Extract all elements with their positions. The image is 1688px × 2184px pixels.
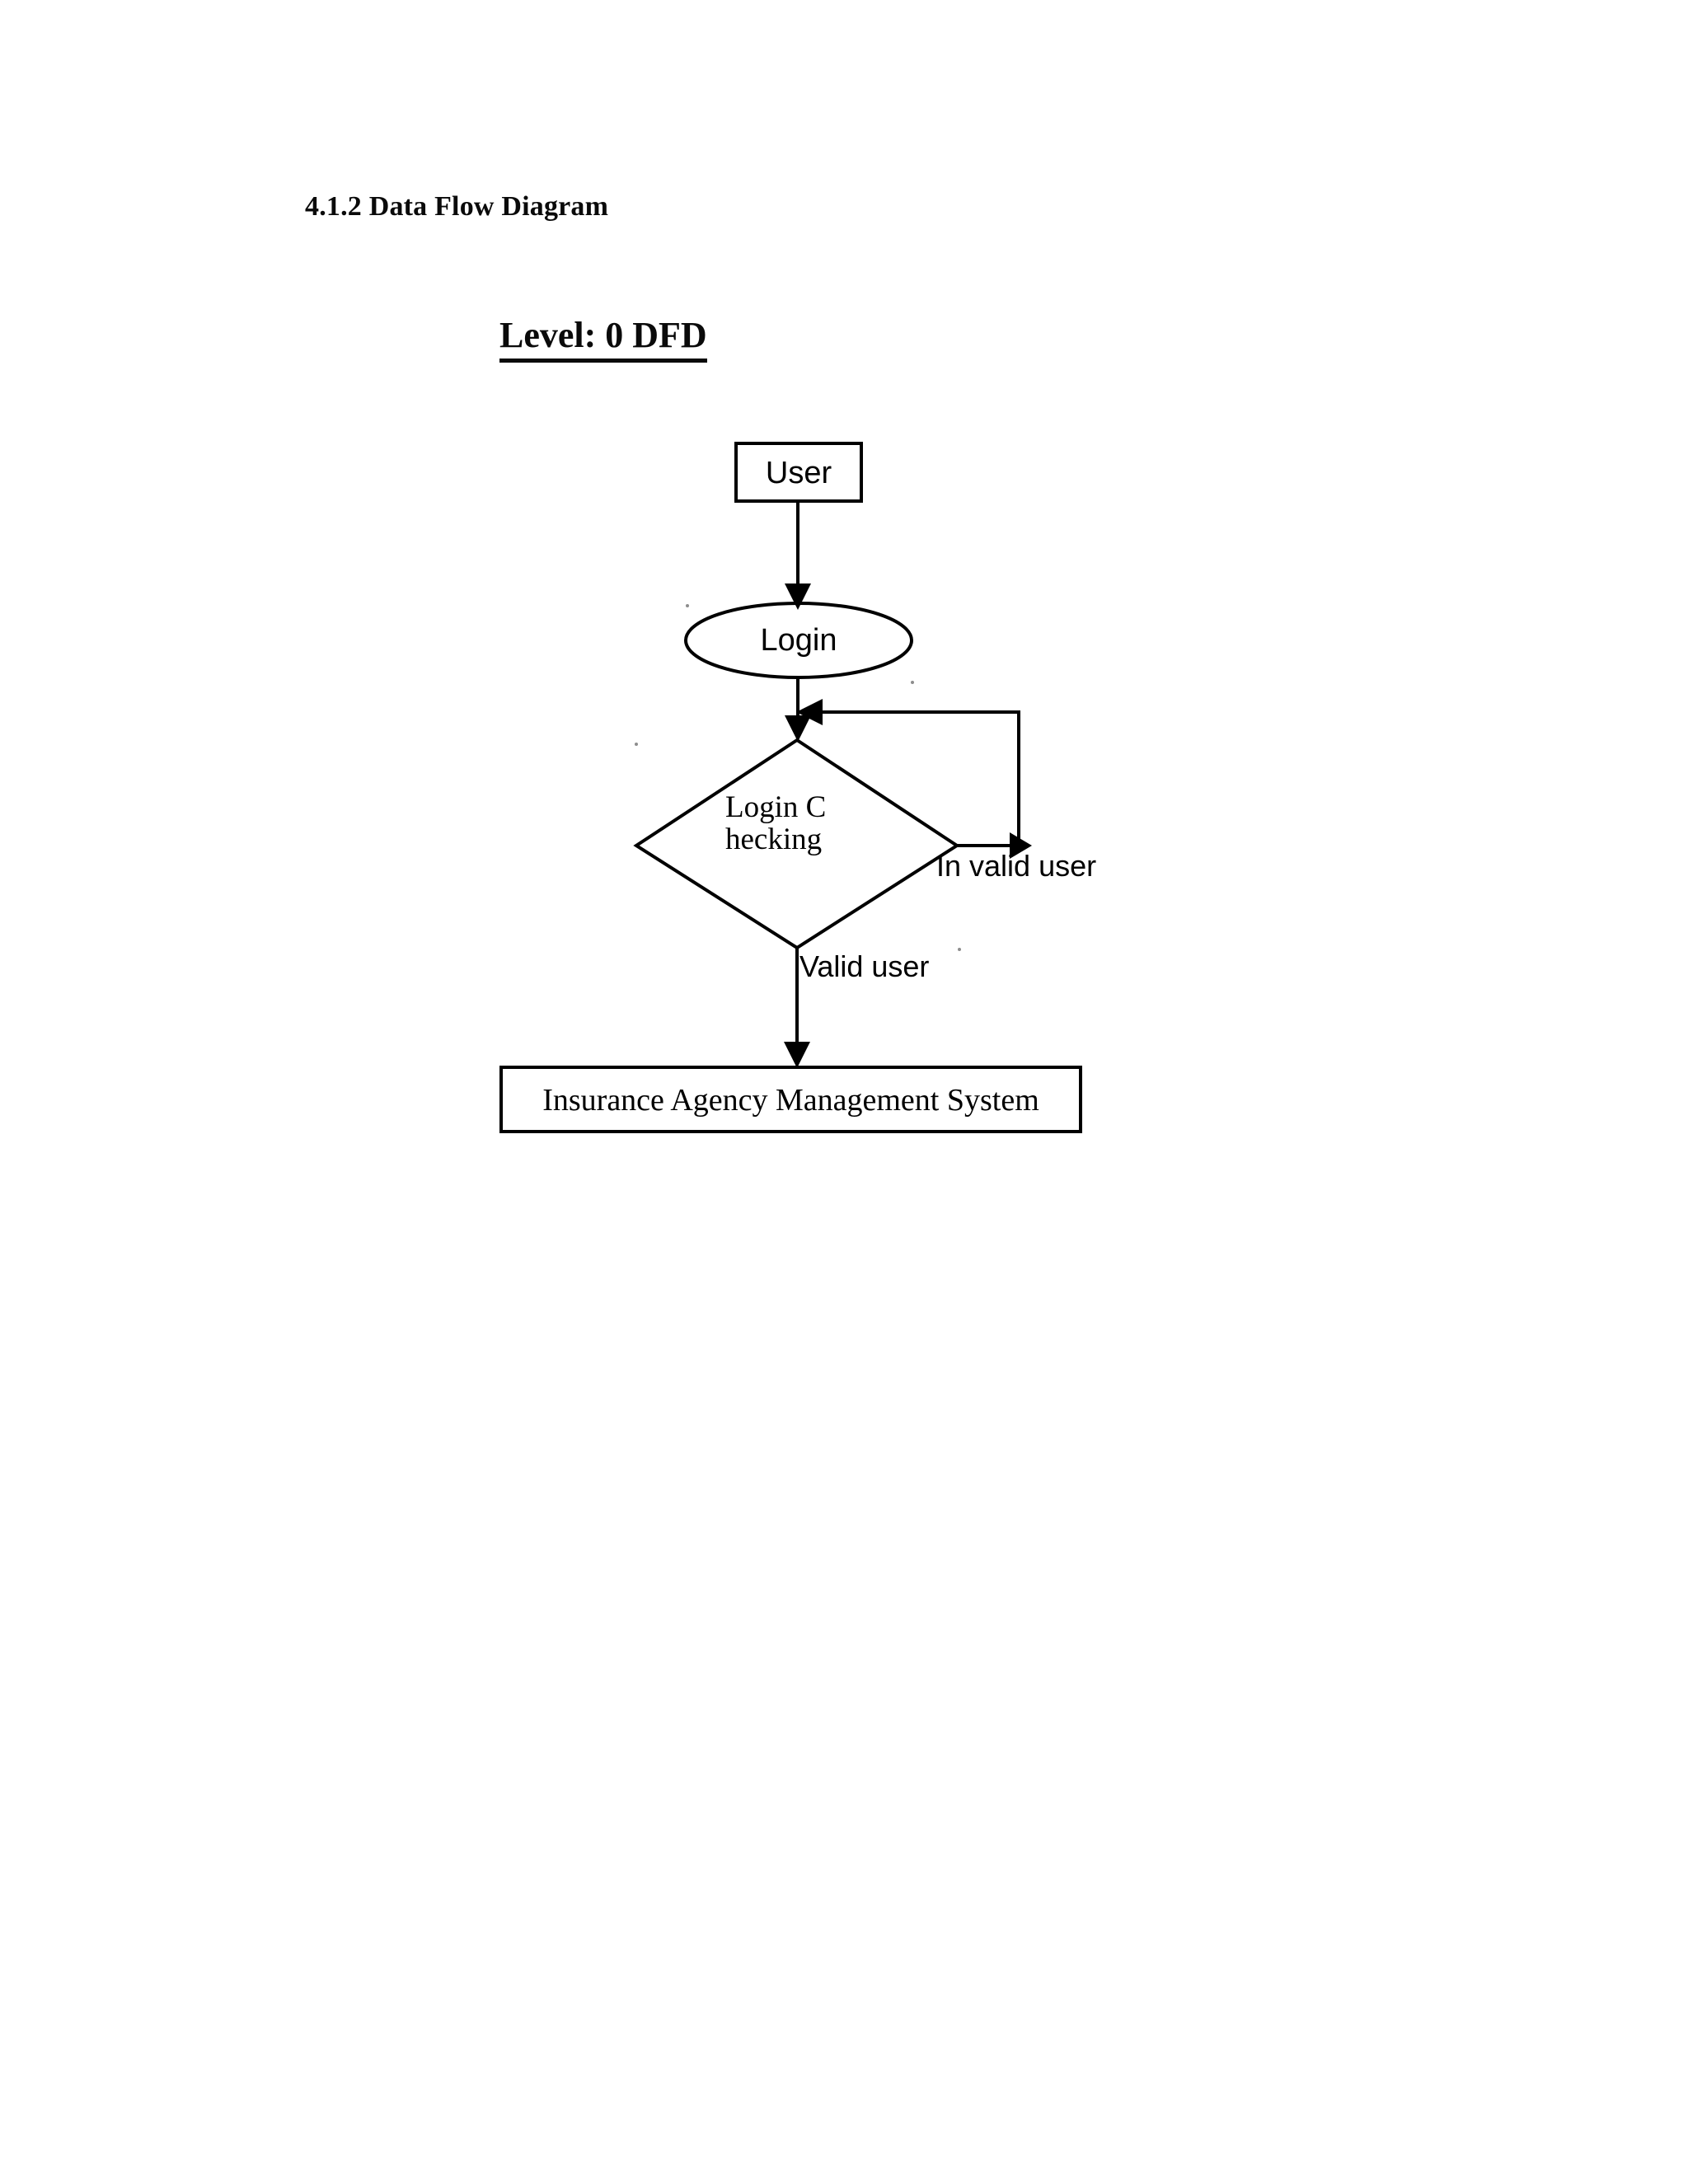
level-heading: Level: 0 DFD [499, 315, 707, 363]
scan-speckle [958, 948, 961, 951]
node-login-checking-shape [633, 738, 960, 950]
edge-valid-user-to-system [784, 948, 810, 1068]
node-user-shape [734, 442, 863, 503]
scan-speckle [911, 681, 914, 684]
node-system-shape [499, 1066, 1082, 1133]
scan-speckle [635, 743, 638, 746]
edge-invalid-user-feedback [796, 699, 1032, 859]
node-login-shape [684, 602, 913, 679]
page-title: 4.1.2 Data Flow Diagram [305, 191, 609, 222]
edge-user-to-login [785, 501, 811, 610]
scan-speckle [686, 604, 689, 607]
